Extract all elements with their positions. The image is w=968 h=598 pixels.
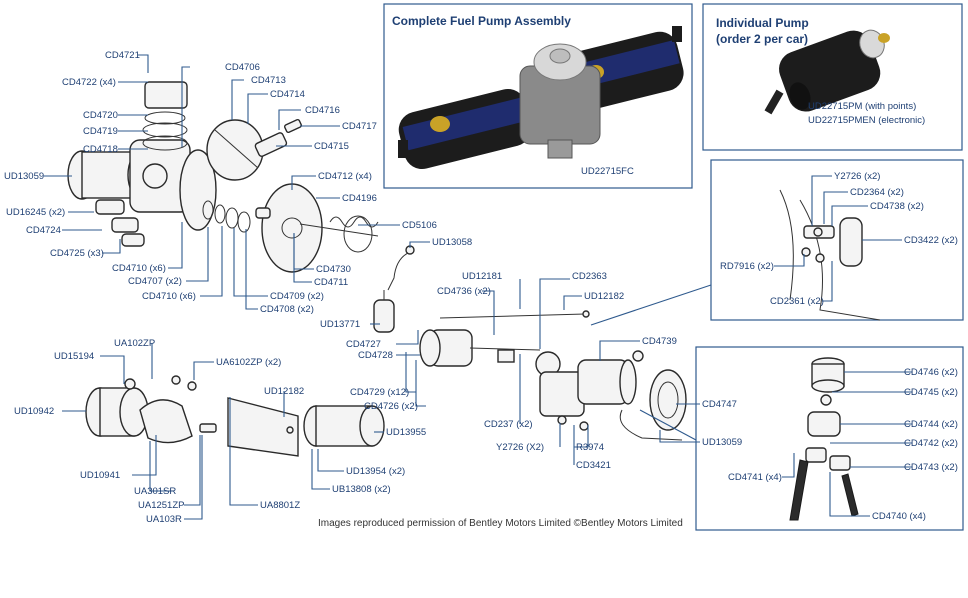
label-cd3422: CD3422 (x2): [904, 235, 958, 246]
label-ud13954: UD13954 (x2): [346, 466, 405, 477]
label-cd3421: CD3421: [576, 460, 611, 471]
label-cd4740: CD4740 (x4): [872, 511, 926, 522]
label-cd4711: CD4711: [314, 277, 348, 288]
label-ud12181: UD12181: [462, 271, 502, 282]
label-cd4716: CD4716: [305, 105, 340, 116]
image-credit: Images reproduced permission of Bentley …: [318, 518, 683, 529]
label-cd4738: CD4738 (x2): [870, 201, 924, 212]
complete-pump-assembly-illustration: [398, 26, 684, 170]
label-ua8801z: UA8801Z: [260, 500, 300, 511]
label-ud13059-left: UD13059: [4, 171, 44, 182]
label-ud12182-top: UD12182: [584, 291, 624, 302]
label-cd4709: CD4709 (x2): [270, 291, 324, 302]
label-ud13059-right: UD13059: [702, 437, 742, 448]
label-cd4730: CD4730: [316, 264, 351, 275]
pump-subassembly-drawing: [535, 350, 687, 441]
individual-pump-title: Individual Pump: [716, 16, 809, 30]
individual-pump-subtitle: (order 2 per car): [716, 32, 808, 46]
label-cd2363: CD2363: [572, 271, 607, 282]
part-labels: CD4721 CD4722 (x4) CD4706 CD4713 CD4714 …: [4, 50, 958, 525]
complete-assembly-title: Complete Fuel Pump Assembly: [392, 14, 571, 28]
complete-assembly-part-number: UD22715FC: [581, 166, 634, 177]
label-cd4747: CD4747: [702, 399, 737, 410]
label-cd4721: CD4721: [105, 50, 140, 61]
label-ud12182-bottom: UD12182: [264, 386, 304, 397]
label-cd4720: CD4720: [83, 110, 118, 121]
label-cd4724: CD4724: [26, 225, 61, 236]
label-ud15194: UD15194: [54, 351, 94, 362]
label-cd4739: CD4739: [642, 336, 677, 347]
label-cd4742: CD4742 (x2): [904, 438, 958, 449]
label-y2726-main: Y2726 (X2): [496, 442, 544, 453]
label-ud13771: UD13771: [320, 319, 360, 330]
label-cd4718: CD4718: [83, 144, 118, 155]
label-ud10942: UD10942: [14, 406, 54, 417]
label-cd4712: CD4712 (x4): [318, 171, 372, 182]
label-ub13808: UB13808 (x2): [332, 484, 391, 495]
label-cd4727: CD4727: [346, 339, 381, 350]
label-ud10941: UD10941: [80, 470, 120, 481]
label-cd5106: CD5106: [402, 220, 437, 231]
label-cd4729: CD4729 (x12): [350, 387, 409, 398]
label-cd4725: CD4725 (x3): [50, 248, 104, 259]
label-cd237: CD237 (x2): [484, 419, 533, 430]
label-cd4741: CD4741 (x4): [728, 472, 782, 483]
label-y2726-relay: Y2726 (x2): [834, 171, 880, 182]
complete-assembly-panel: [383, 3, 693, 189]
relay-detail-panel: [710, 159, 964, 321]
exploded-pump-drawing: [67, 81, 379, 273]
individual-pump-part-electronic: UD22715PMEN (electronic): [808, 115, 925, 126]
individual-pump-part-points: UD22715PM (with points): [808, 101, 916, 112]
individual-pump-illustration: [764, 29, 890, 115]
label-ua103r: UA103R: [146, 514, 182, 525]
label-cd4746: CD4746 (x2): [904, 367, 958, 378]
mounting-bracket-drawing: [85, 375, 385, 457]
label-cd2361: CD2361 (x2): [770, 296, 824, 307]
label-cd4745: CD4745 (x2): [904, 387, 958, 398]
label-cd4196: CD4196: [342, 193, 377, 204]
label-rd7916: RD7916 (x2): [720, 261, 774, 272]
label-cd4728: CD4728: [358, 350, 393, 361]
label-cd4710-bottom: CD4710 (x6): [142, 291, 196, 302]
label-cd4722: CD4722 (x4): [62, 77, 116, 88]
wiring-and-condenser-drawing: [373, 245, 590, 367]
label-r3974: R3974: [576, 442, 604, 453]
label-cd4707: CD4707 (x2): [128, 276, 182, 287]
label-cd4706: CD4706: [225, 62, 260, 73]
label-cd2364: CD2364 (x2): [850, 187, 904, 198]
label-cd4713: CD4713: [251, 75, 286, 86]
relay-detail-drawing: [779, 189, 881, 321]
label-cd4744: CD4744 (x2): [904, 419, 958, 430]
label-cd4743: CD4743 (x2): [904, 462, 958, 473]
label-ua102zp: UA102ZP: [114, 338, 155, 349]
label-ua1251zp: UA1251ZP: [138, 500, 184, 511]
label-cd4715: CD4715: [314, 141, 349, 152]
label-cd4717: CD4717: [342, 121, 377, 132]
leader-lines: [44, 54, 912, 520]
label-ua6102zp: UA6102ZP (x2): [216, 357, 281, 368]
label-ud13058: UD13058: [432, 237, 472, 248]
label-cd4726: CD4726 (x2): [364, 401, 418, 412]
label-ud16245: UD16245 (x2): [6, 207, 65, 218]
label-ud13955: UD13955: [386, 427, 426, 438]
label-cd4719: CD4719: [83, 126, 118, 137]
individual-pump-panel: [702, 3, 963, 151]
label-ua301sr: UA301SR: [134, 486, 176, 497]
label-cd4708: CD4708 (x2): [260, 304, 314, 315]
connector-detail-panel: [695, 346, 964, 531]
label-cd4710-top: CD4710 (x6): [112, 263, 166, 274]
label-cd4714: CD4714: [270, 89, 305, 100]
label-cd4736: CD4736 (x2): [437, 286, 491, 297]
connector-detail-drawing: [789, 357, 859, 521]
